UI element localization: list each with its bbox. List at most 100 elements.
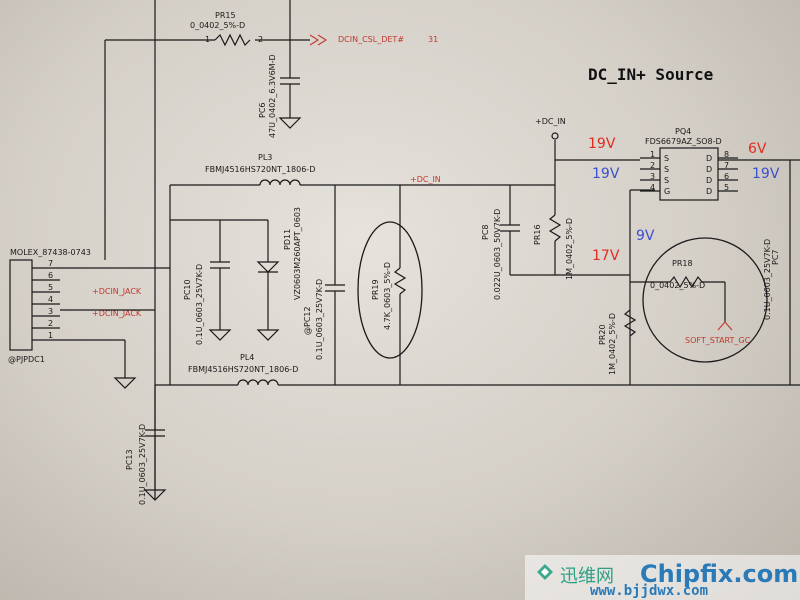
voltage-label: 6V xyxy=(748,141,767,157)
pc6-value: 47U_0402_6.3V6M-D xyxy=(268,54,277,138)
pq4-pin-number: 8 xyxy=(724,150,729,159)
molex-connector xyxy=(9,259,33,351)
schematic-title: DC_IN+ Source xyxy=(588,65,713,84)
soft-start-label: SOFT_START_GC xyxy=(685,336,751,345)
pr18-resistor xyxy=(669,275,703,289)
voltage-label: 19V xyxy=(588,136,616,152)
highlight-ellipse-pr19 xyxy=(357,221,423,359)
voltage-label: 19V xyxy=(592,166,620,182)
pr15-ref: PR15 xyxy=(215,11,236,20)
pq4-pin-name: S xyxy=(664,165,669,174)
pc7-ref: PC7 xyxy=(771,250,780,266)
highlight-circle-pr18 xyxy=(642,237,768,363)
pq4-pin-name: G xyxy=(664,187,670,196)
voltage-label: 9V xyxy=(636,228,655,244)
pc8-ref: PC8 xyxy=(481,225,490,241)
pr18-value: 0_0402_5%-D xyxy=(650,281,705,290)
dcin-jack-1: +DCIN_JACK xyxy=(92,287,142,296)
offpage-arrow xyxy=(309,34,328,46)
dcin-csl-label: DCIN_CSL_DET# xyxy=(338,35,404,44)
molex-pin-number: 2 xyxy=(48,319,53,328)
pc8-value: 0.022U_0603_50V7K-D xyxy=(493,209,502,300)
pl4-inductor xyxy=(237,379,279,386)
dc-in-net: +DC_IN xyxy=(410,175,441,184)
pc7-value: 0.1U_0603_25V7K-D xyxy=(763,239,772,320)
pd11-ref: PD11 xyxy=(283,229,292,250)
pq4-pin-name: S xyxy=(664,176,669,185)
pq4-pin-name: S xyxy=(664,154,669,163)
pq4-pin-number: 1 xyxy=(650,150,655,159)
pin-1: 1 xyxy=(205,35,210,44)
molex-pin-number: 4 xyxy=(48,295,53,304)
pq4-pin-number: 7 xyxy=(724,161,729,170)
dcin-csl-ref: 31 xyxy=(428,35,438,44)
pr16-value: 1M_0402_5%-D xyxy=(565,218,574,280)
molex-pin-number: 1 xyxy=(48,331,53,340)
pr19-resistor xyxy=(393,267,407,295)
pc13-ref: PC13 xyxy=(125,449,134,470)
pq4-pin-number: 4 xyxy=(650,183,655,192)
pr16-resistor xyxy=(548,214,562,242)
molex-pin-number: 3 xyxy=(48,307,53,316)
pl4-ref: PL4 xyxy=(240,353,254,362)
pr15-value: 0_0402_5%-D xyxy=(190,21,245,30)
ground-symbol xyxy=(208,329,232,341)
pl4-value: FBMJ4516HS720NT_1806-D xyxy=(188,365,298,374)
dc-in-port xyxy=(551,132,559,140)
pq4-pin-number: 6 xyxy=(724,172,729,181)
pd11-diode xyxy=(256,261,280,273)
molex-pin-number: 5 xyxy=(48,283,53,292)
pr15-resistor xyxy=(214,33,251,47)
pq4-pin-name: D xyxy=(706,176,712,185)
pr19-ref: PR19 xyxy=(371,279,380,300)
dcin-jack-2: +DCIN_JACK xyxy=(92,309,142,318)
pc12-ref: @PC12 xyxy=(303,306,312,335)
pq4-pin-number: 3 xyxy=(650,172,655,181)
pq4-pin-number: 2 xyxy=(650,161,655,170)
pl3-ref: PL3 xyxy=(258,153,272,162)
ground-symbol xyxy=(113,377,137,389)
molex-pin-number: 6 xyxy=(48,271,53,280)
pr20-ref: PR20 xyxy=(598,324,607,345)
watermark-url: www.bjjdwx.com xyxy=(590,583,709,599)
ground-symbol xyxy=(278,117,302,129)
chipfix-logo-icon xyxy=(537,564,553,580)
pq4-pin-name: D xyxy=(706,165,712,174)
pc6-ref: PC6 xyxy=(258,103,267,119)
dc-in-port-label: +DC_IN xyxy=(535,117,566,126)
molex-pin-number: 7 xyxy=(48,259,53,268)
pq4-ref: PQ4 xyxy=(675,127,691,136)
ground-symbol xyxy=(256,329,280,341)
pr16-ref: PR16 xyxy=(533,224,542,245)
pin-2: 2 xyxy=(258,35,263,44)
pr20-value: 1M_0402_5%-D xyxy=(608,313,617,375)
pjpdc1-label: @PJPDC1 xyxy=(8,355,45,364)
pq4-value: FDS6679AZ_SO8-D xyxy=(645,137,722,146)
molex-label: MOLEX_87438-0743 xyxy=(10,248,91,257)
pq4-pin-name: D xyxy=(706,154,712,163)
pq4-mosfet xyxy=(659,147,719,201)
soft-start-arrow xyxy=(717,321,733,331)
pc13-value: 0.1U_0603_25V7K-D xyxy=(138,424,147,505)
pl3-value: FBMJ4516HS720NT_1806-D xyxy=(205,165,315,174)
pl3-inductor xyxy=(259,179,301,186)
pc10-ref: PC10 xyxy=(183,279,192,300)
pc12-value: 0.1U_0603_25V7K-D xyxy=(315,279,324,360)
pr20-resistor xyxy=(623,309,637,337)
pd11-value: VZ0603M260APT_0603 xyxy=(293,207,302,300)
molex-pins: 7 6 5 4 3 2 1 xyxy=(32,259,60,341)
voltage-label: 17V xyxy=(592,248,620,264)
watermark-band xyxy=(525,555,800,600)
pq4-pin-name: D xyxy=(706,187,712,196)
watermark-en: Chipfix.com xyxy=(640,560,799,588)
pq4-pin-number: 5 xyxy=(724,183,729,192)
pr18-ref: PR18 xyxy=(672,259,693,268)
ground-symbol xyxy=(143,489,167,501)
watermark-cn: 迅维网 xyxy=(560,566,614,587)
voltage-label: 19V xyxy=(752,166,780,182)
pr19-value: 4.7K_0603_5%-D xyxy=(383,262,392,330)
pc10-value: 0.1U_0603_25V7K-D xyxy=(195,264,204,345)
